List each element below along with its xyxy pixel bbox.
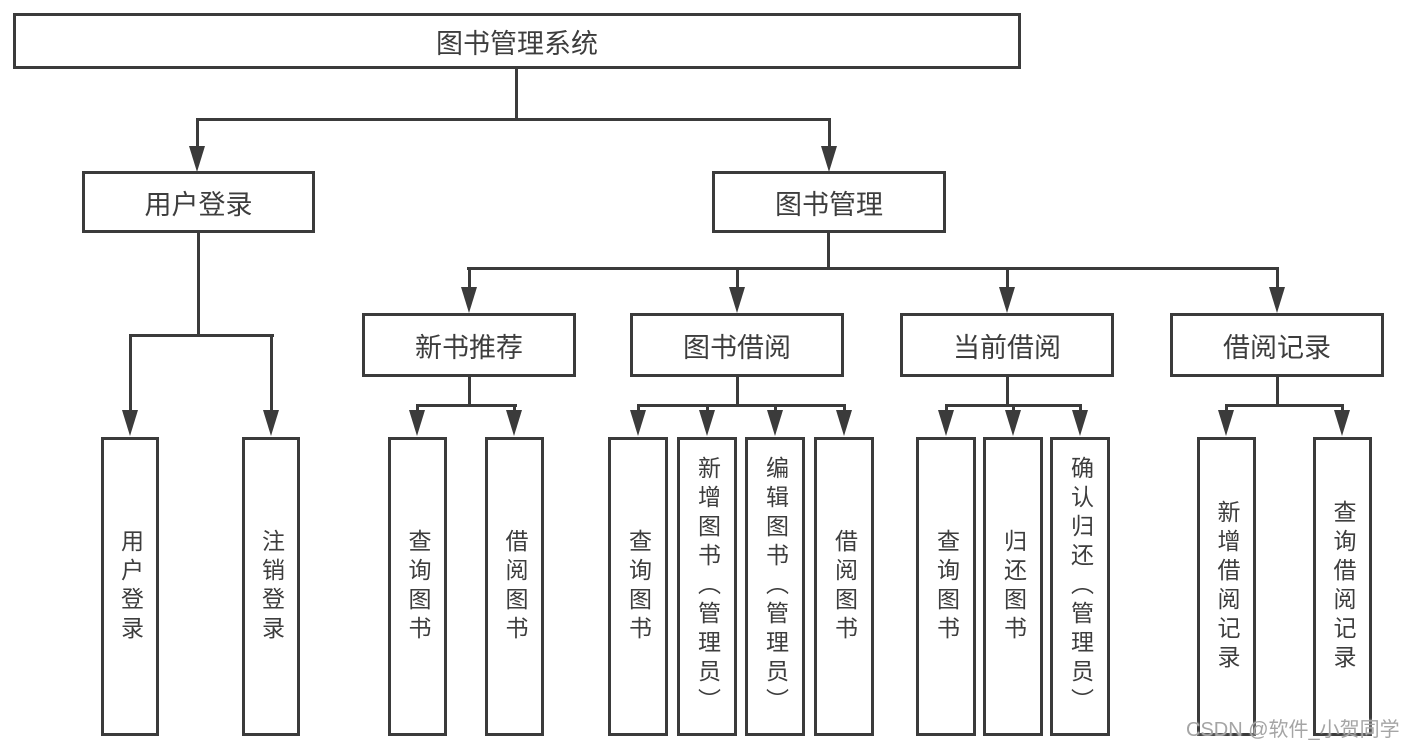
connector-root-stem	[515, 69, 518, 120]
leaf-logout-label: 注销登录	[258, 528, 285, 645]
arrowhead-down-icon	[1005, 410, 1021, 436]
connector-group-stem	[1006, 377, 1009, 407]
connector-level3-stem	[468, 267, 471, 291]
leaf-add-books-admin-label: 新增图书（管理员）	[694, 456, 721, 717]
connector-level3-stem	[1006, 267, 1009, 291]
leaf-edit-books-admin: 编辑图书（管理员）	[745, 437, 805, 736]
leaf-query-books-recommend: 查询图书	[388, 437, 447, 736]
arrowhead-down-icon	[409, 410, 425, 436]
arrowhead-down-icon	[938, 410, 954, 436]
leaf-borrow-books: 借阅图书	[814, 437, 874, 736]
arrowhead-down-icon	[699, 410, 715, 436]
node-book-management-label: 图书管理	[775, 189, 883, 220]
node-book-borrowing-label: 图书借阅	[683, 332, 791, 363]
connector-leaf-stem	[637, 404, 640, 412]
leaf-logout: 注销登录	[242, 437, 300, 736]
node-borrowing-records-label: 借阅记录	[1223, 332, 1331, 363]
arrowhead-down-icon	[821, 146, 837, 172]
node-book-borrowing: 图书借阅	[630, 313, 844, 377]
connector-leaf-stem	[1012, 404, 1015, 412]
node-library-system: 图书管理系统	[13, 13, 1021, 69]
arrowhead-down-icon	[729, 287, 745, 313]
connector-leaf-stem	[706, 404, 709, 412]
leaf-query-books-recommend-label: 查询图书	[405, 528, 431, 645]
leaf-borrow-books-recommend: 借阅图书	[485, 437, 544, 736]
node-user-login-label: 用户登录	[144, 189, 253, 220]
connector-group-bar	[637, 404, 846, 407]
watermark: CSDN @软件_小贺同学	[1186, 719, 1400, 741]
connector-leaf-stem	[843, 404, 846, 412]
node-new-book-recommendation: 新书推荐	[362, 313, 576, 377]
node-current-borrowing: 当前借阅	[900, 313, 1114, 377]
node-book-management: 图书管理	[712, 171, 946, 233]
leaf-query-books-borrowing: 查询图书	[608, 437, 668, 736]
arrowhead-down-icon	[630, 410, 646, 436]
leaf-query-books-borrowing-label: 查询图书	[625, 528, 652, 645]
leaf-confirm-return-admin: 确认归还（管理员）	[1050, 437, 1110, 736]
node-new-book-recommendation-label: 新书推荐	[415, 332, 523, 363]
connector-book-mgmt-stem	[828, 118, 831, 148]
connector-leaf-stem	[416, 404, 419, 412]
arrowhead-down-icon	[1269, 287, 1285, 313]
connector-leaf-stem	[129, 334, 132, 412]
arrowhead-down-icon	[189, 146, 205, 172]
leaf-user-login: 用户登录	[101, 437, 159, 736]
leaf-borrow-books-recommend-label: 借阅图书	[502, 528, 528, 645]
arrowhead-down-icon	[836, 410, 852, 436]
leaf-add-borrow-record-label: 新增借阅记录	[1214, 499, 1240, 674]
connector-leaf-stem	[1341, 404, 1344, 412]
arrowhead-down-icon	[506, 410, 522, 436]
connector-user-login-down	[197, 233, 200, 336]
arrowhead-down-icon	[1334, 410, 1350, 436]
leaf-user-login-label: 用户登录	[117, 528, 144, 645]
node-library-system-label: 图书管理系统	[436, 28, 598, 59]
connector-root-bar	[196, 118, 831, 121]
connector-leaf-stem	[513, 404, 516, 412]
leaf-confirm-return-admin-label: 确认归还（管理员）	[1067, 456, 1094, 717]
connector-user-login-stem	[196, 118, 199, 148]
connector-group-bar	[416, 404, 517, 407]
arrowhead-down-icon	[461, 287, 477, 313]
connector-level3-stem	[1276, 267, 1279, 291]
connector-leaf-stem	[1079, 404, 1082, 412]
connector-leaf-stem	[270, 334, 273, 412]
connector-group-stem	[736, 377, 739, 407]
node-user-login: 用户登录	[82, 171, 315, 233]
connector-level3-stem	[736, 267, 739, 291]
leaf-query-books-current-label: 查询图书	[933, 528, 960, 645]
arrowhead-down-icon	[1072, 410, 1088, 436]
connector-group-bar	[1225, 404, 1344, 407]
connector-book-mgmt-bar	[467, 267, 1279, 270]
connector-group-stem	[1276, 377, 1279, 407]
connector-user-login-bar	[129, 334, 274, 337]
leaf-edit-books-admin-label: 编辑图书（管理员）	[762, 456, 789, 717]
connector-group-stem	[468, 377, 471, 407]
leaf-query-books-current: 查询图书	[916, 437, 976, 736]
connector-leaf-stem	[774, 404, 777, 412]
arrowhead-down-icon	[1218, 410, 1234, 436]
connector-book-mgmt-down	[827, 233, 830, 270]
leaf-borrow-books-label: 借阅图书	[831, 528, 858, 645]
leaf-return-books: 归还图书	[983, 437, 1043, 736]
arrowhead-down-icon	[999, 287, 1015, 313]
leaf-add-books-admin: 新增图书（管理员）	[677, 437, 737, 736]
arrowhead-down-icon	[767, 410, 783, 436]
arrowhead-down-icon	[263, 410, 279, 436]
leaf-query-borrow-record-label: 查询借阅记录	[1330, 499, 1356, 674]
arrowhead-down-icon	[122, 410, 138, 436]
leaf-add-borrow-record: 新增借阅记录	[1197, 437, 1256, 736]
connector-leaf-stem	[1225, 404, 1228, 412]
node-borrowing-records: 借阅记录	[1170, 313, 1384, 377]
leaf-return-books-label: 归还图书	[1000, 528, 1027, 645]
connector-leaf-stem	[945, 404, 948, 412]
node-current-borrowing-label: 当前借阅	[953, 332, 1061, 363]
leaf-query-borrow-record: 查询借阅记录	[1313, 437, 1372, 736]
